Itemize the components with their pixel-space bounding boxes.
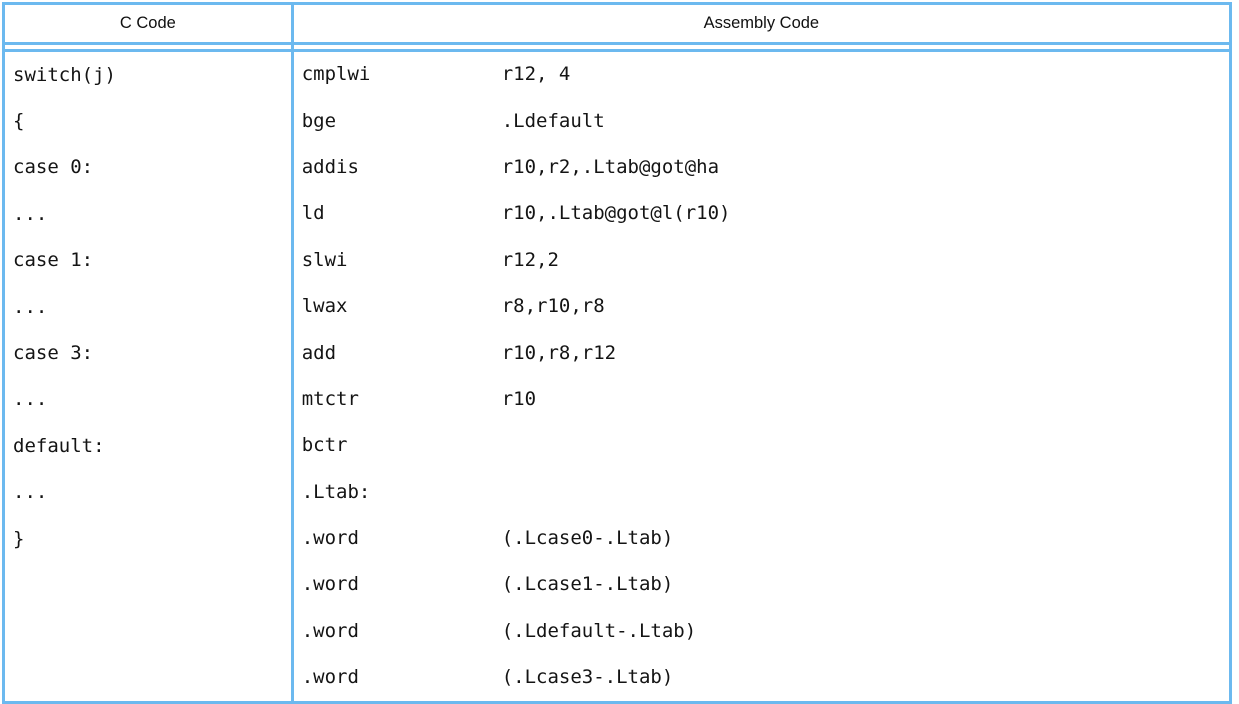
assembly-mnemonic: bge [301,109,337,132]
assembly-mnemonic: slwi [301,248,348,271]
table-row: ... mtctr r10 [2,376,1232,424]
assembly-code-cell: .word (.Lcase1-.Ltab) [290,562,1232,609]
c-code-cell: case 0: [2,144,291,192]
table-row: .word (.Lcase1-.Ltab) [2,562,1232,609]
c-code-text: ... [13,202,48,225]
assembly-mnemonic: .word [301,573,359,596]
table-row: ... lwax r8,r10,r8 [2,283,1232,331]
assembly-mnemonic: cmplwi [301,63,371,86]
assembly-mnemonic: .word [301,619,359,642]
assembly-operand: (.Lcase3-.Ltab) [501,666,674,689]
assembly-operand: r12,2 [501,248,559,271]
assembly-code-cell: slwi r12,2 [290,237,1232,284]
c-code-cell [2,562,291,609]
c-code-cell: } [2,515,291,563]
c-code-text: default: [13,434,105,457]
c-code-text: { [13,110,25,133]
table-body: switch(j) cmplwi r12, 4 { bge .Ldefault case 0… [2,52,1232,704]
c-code-cell: ... [2,469,291,516]
c-code-text: case 3: [13,342,94,365]
assembly-code-cell: .word (.Lcase3-.Ltab) [290,655,1232,704]
header-row: C Code Assembly Code [2,2,1232,45]
assembly-operand: (.Lcase1-.Ltab) [501,573,674,596]
assembly-code-cell: addis r10,r2,.Ltab@got@ha [290,144,1232,192]
assembly-mnemonic: lwax [301,295,348,318]
assembly-code-cell: bge .Ldefault [290,98,1232,145]
assembly-code-cell: add r10,r8,r12 [290,330,1232,377]
assembly-code-cell: cmplwi r12, 4 [290,52,1232,99]
assembly-operand: r10,.Ltab@got@l(r10) [501,202,731,225]
table-row: .word (.Ldefault-.Ltab) [2,608,1232,656]
assembly-mnemonic: .word [301,527,359,550]
assembly-operand: (.Lcase0-.Ltab) [501,527,674,550]
assembly-code-cell: .Ltab: [290,469,1232,516]
table-row: { bge .Ldefault [2,98,1232,145]
header-double-rule-separator [2,45,1232,52]
assembly-mnemonic: bctr [301,434,348,457]
assembly-code-cell: lwax r8,r10,r8 [290,283,1232,331]
assembly-operand: r10 [501,387,537,410]
assembly-mnemonic: ld [301,202,325,225]
c-code-cell: case 3: [2,330,291,377]
assembly-mnemonic: addis [301,155,359,178]
c-code-cell: ... [2,376,291,424]
assembly-mnemonic: mtctr [301,387,359,410]
assembly-operand: .Ldefault [501,109,605,132]
c-code-cell: { [2,98,291,145]
assembly-mnemonic: add [301,341,337,364]
c-code-text: case 0: [13,156,94,179]
c-code-text: case 1: [13,249,94,272]
assembly-code-cell: mtctr r10 [290,376,1232,424]
assembly-operand: r12, 4 [501,63,571,86]
assembly-mnemonic: .word [301,666,359,689]
c-code-cell: switch(j) [2,52,291,99]
assembly-operand: r8,r10,r8 [501,295,605,318]
column-header-assembly-code: Assembly Code [290,2,1232,45]
assembly-code-cell: .word (.Ldefault-.Ltab) [290,608,1232,656]
c-code-text: switch(j) [13,63,116,86]
table-row: switch(j) cmplwi r12, 4 [2,52,1232,99]
assembly-operand: (.Ldefault-.Ltab) [501,619,697,642]
c-code-cell: default: [2,423,291,470]
table-header: C Code Assembly Code [2,2,1232,52]
c-code-text: ... [13,388,48,411]
c-code-cell: case 1: [2,237,291,284]
assembly-code-cell: bctr [290,423,1232,470]
assembly-operand: r10,r8,r12 [501,341,617,364]
assembly-mnemonic: .Ltab: [301,480,371,503]
assembly-code-cell: .word (.Lcase0-.Ltab) [290,515,1232,563]
table-row: } .word (.Lcase0-.Ltab) [2,515,1232,563]
c-code-cell: ... [2,283,291,331]
separator-cell-right [290,45,1232,52]
c-code-text: ... [13,295,48,318]
table-row: ... .Ltab: [2,469,1232,516]
table-row: default: bctr [2,423,1232,470]
assembly-code-cell: ld r10,.Ltab@got@l(r10) [290,191,1232,238]
table-row: case 1: slwi r12,2 [2,237,1232,284]
column-header-c-code: C Code [2,2,291,45]
c-code-cell [2,608,291,656]
separator-cell-left [2,45,291,52]
table-row: .word (.Lcase3-.Ltab) [2,655,1232,704]
c-code-cell: ... [2,191,291,238]
table-row: ... ld r10,.Ltab@got@l(r10) [2,191,1232,238]
assembly-operand: r10,r2,.Ltab@got@ha [501,155,720,178]
c-code-text: } [13,527,25,550]
table-row: case 0: addis r10,r2,.Ltab@got@ha [2,144,1232,192]
table-row: case 3: add r10,r8,r12 [2,330,1232,377]
c-code-text: ... [13,481,48,504]
